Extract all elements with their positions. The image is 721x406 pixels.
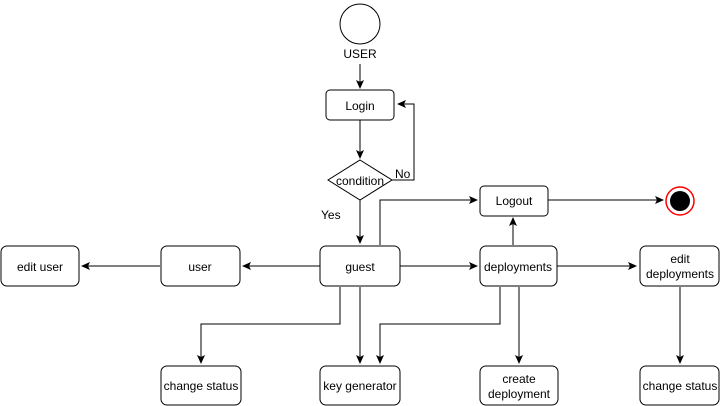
node-deployments-label: deployments	[484, 260, 552, 274]
node-user: user	[160, 245, 241, 287]
node-logout: Logout	[479, 185, 549, 217]
node-user-label: user	[188, 260, 211, 274]
edge-guest-logout	[379, 196, 478, 245]
edge-deployments-keygenerator	[376, 287, 501, 364]
start-node	[339, 3, 381, 45]
node-change-status-left: change status	[160, 365, 242, 406]
node-edit-deployments-line2: deployments	[646, 267, 714, 281]
node-edit-deployments: edit deployments	[639, 245, 720, 287]
edge-label-no: No	[395, 167, 411, 181]
node-condition: condition	[327, 159, 393, 201]
node-guest-label: guest	[345, 260, 375, 274]
node-change-status-right: change status	[639, 365, 720, 406]
node-deployments: deployments	[479, 245, 558, 287]
node-create-deployment-line2: deployment	[488, 387, 551, 401]
end-node	[665, 186, 695, 216]
node-logout-label: Logout	[496, 194, 533, 208]
node-login-label: Login	[345, 99, 374, 113]
node-login: Login	[325, 89, 395, 121]
edge-condition-login-no	[392, 100, 415, 181]
node-condition-label: condition	[336, 174, 384, 188]
node-guest: guest	[319, 245, 401, 287]
node-create-deployment: create deployment	[479, 365, 559, 406]
node-change-status-right-label: change status	[643, 379, 718, 393]
node-edit-user: edit user	[0, 245, 80, 287]
node-key-generator-label: key generator	[323, 379, 396, 393]
edge-label-yes: Yes	[321, 208, 341, 222]
node-change-status-left-label: change status	[164, 379, 239, 393]
start-label: USER	[343, 47, 377, 61]
node-edit-user-label: edit user	[17, 260, 63, 274]
node-create-deployment-line1: create	[502, 372, 536, 386]
edge-guest-changestatus	[197, 287, 341, 364]
node-edit-deployments-line1: edit	[670, 252, 690, 266]
node-key-generator: key generator	[319, 365, 401, 406]
